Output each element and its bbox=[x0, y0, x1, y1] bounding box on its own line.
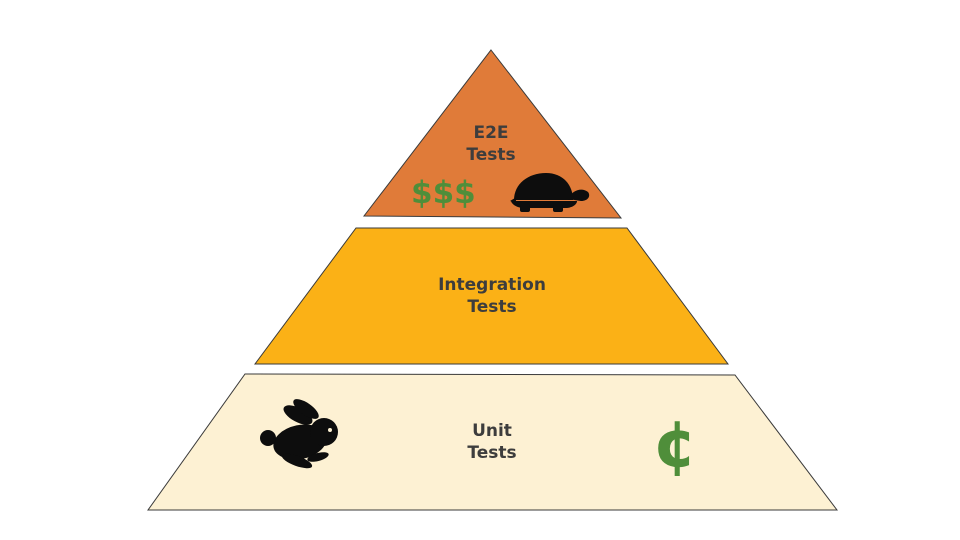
tier-unit-shape bbox=[147, 373, 839, 511]
tier-integration-label-line1: Integration bbox=[438, 275, 546, 295]
tier-unit-label-line2: Tests bbox=[467, 443, 516, 463]
tier-e2e: E2E Tests $$$ bbox=[362, 49, 623, 219]
cost-cent-text: ¢ bbox=[653, 408, 698, 482]
tier-integration-shape bbox=[254, 227, 729, 365]
cost-dollars-text: $$$ bbox=[411, 175, 476, 211]
turtle-icon bbox=[510, 173, 590, 212]
tier-e2e-label-line1: E2E bbox=[473, 123, 508, 143]
tier-unit-label-line1: Unit bbox=[472, 421, 512, 441]
tier-unit: Unit Tests ¢ bbox=[147, 373, 839, 511]
rabbit-icon bbox=[260, 399, 338, 469]
tier-e2e-label-line2: Tests bbox=[466, 145, 515, 165]
tier-integration: Integration Tests bbox=[254, 227, 729, 365]
tier-integration-label-line2: Tests bbox=[467, 297, 516, 317]
